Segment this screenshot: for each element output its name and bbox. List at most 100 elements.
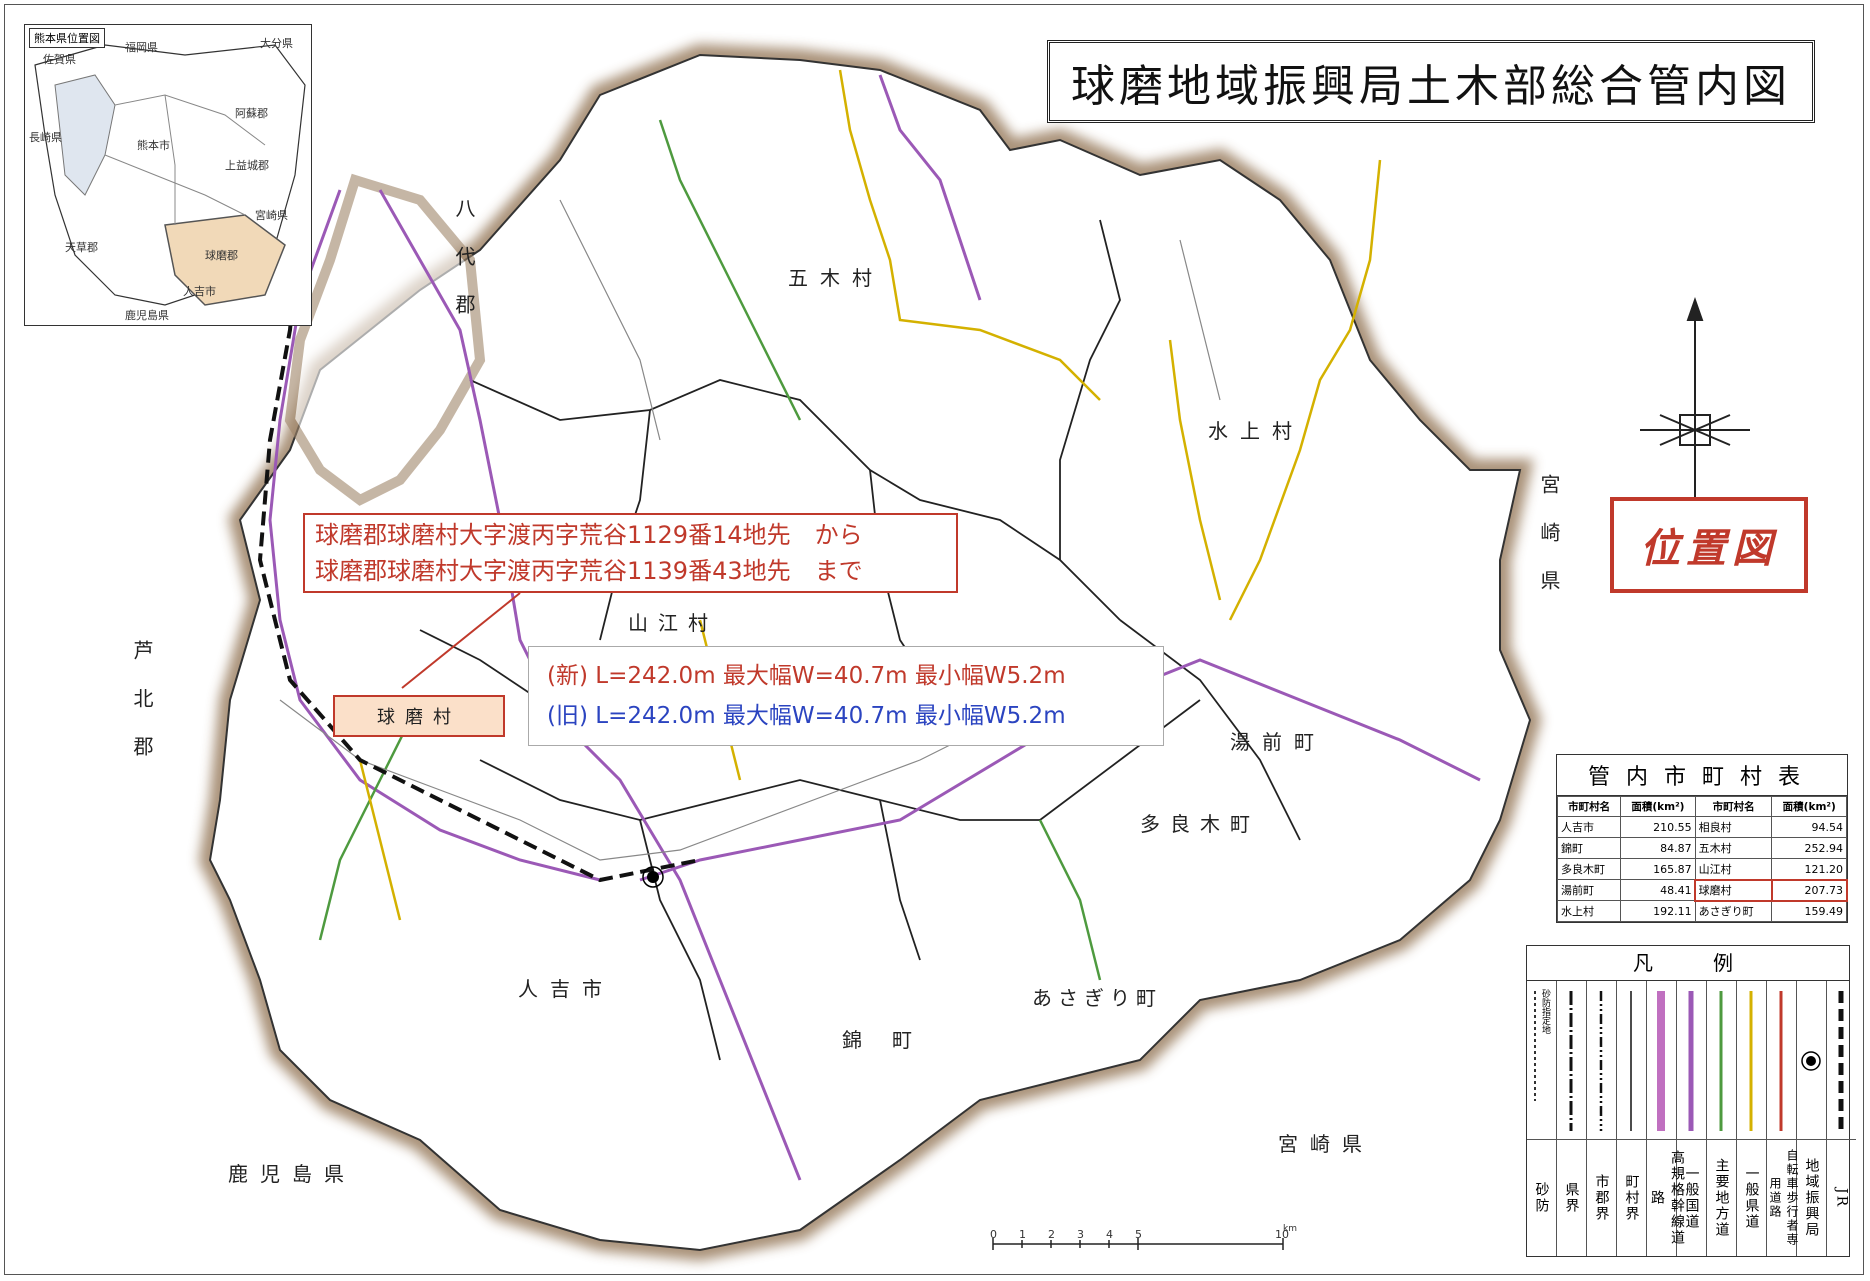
table-header-row: 市町村名 面積(km²) 市町村名 面積(km²) <box>1556 796 1847 817</box>
legend-city-boundary-symbol <box>1599 991 1603 1131</box>
dim-old-min-label: 最小幅 <box>914 703 984 729</box>
target-village-label: 球磨村 <box>333 695 505 737</box>
region-taragi: 多良木町 <box>1140 812 1260 836</box>
scale-tick: 5 <box>1135 1228 1142 1241</box>
legend-pref-boundary-symbol <box>1569 991 1573 1131</box>
table-cell: あさぎり町 <box>1694 900 1773 922</box>
table-header: 面積(km²) <box>1771 796 1847 817</box>
legend-label: 町村界 <box>1623 1174 1640 1222</box>
inset-label-miyazaki: 宮崎県 <box>255 209 288 222</box>
regional-office-marker <box>647 871 659 883</box>
legend-item-main-road: 主要地方道 <box>1707 981 1737 1256</box>
table-cell: 159.49 <box>1771 900 1847 922</box>
region-ashikita: 芦北郡 <box>130 640 154 784</box>
municipality-table: 管内市町村表 市町村名 面積(km²) 市町村名 面積(km²) 人吉市 210… <box>1556 754 1848 923</box>
legend-jr-symbol <box>1838 991 1844 1131</box>
legend-item-cycle-road: 自転車歩行者専用道路 <box>1767 981 1799 1256</box>
callout-leader <box>401 592 521 689</box>
legend-sabo-symbol <box>1534 991 1536 1101</box>
table-cell: 252.94 <box>1771 837 1847 859</box>
scale-unit: km <box>1283 1224 1297 1234</box>
dimension-old: (旧) L=242.0m 最大幅W=40.7m 最小幅W5.2m <box>547 696 1145 736</box>
legend-town-boundary-symbol <box>1630 991 1632 1131</box>
dim-new-length: L=242.0m <box>595 663 716 689</box>
table-row: 人吉市 210.55 相良村 94.54 <box>1556 816 1847 838</box>
scale-tick: 2 <box>1048 1228 1055 1241</box>
table-cell-highlighted: 球磨村 <box>1694 878 1773 902</box>
legend-label: 高規格幹線道路 <box>1649 1150 1685 1246</box>
callout-to: 球磨郡球磨村大字渡丙字荒谷1139番43地先 まで <box>315 557 863 585</box>
legend-cycle-road-symbol <box>1779 991 1783 1131</box>
legend-label: 主要地方道 <box>1713 1158 1730 1238</box>
legend-expressway-symbol <box>1657 991 1665 1131</box>
table-cell: 210.55 <box>1620 816 1696 838</box>
roads-main <box>318 119 1102 981</box>
dimension-box: (新) L=242.0m 最大幅W=40.7m 最小幅W5.2m (旧) L=2… <box>528 646 1164 746</box>
legend-label: 砂防 <box>1533 1182 1550 1214</box>
table-header: 市町村名 <box>1694 796 1773 817</box>
dim-new-max: W=40.7m <box>791 663 908 689</box>
inset-label-amakusa: 天草郡 <box>65 241 98 254</box>
legend-label: 一般県道 <box>1743 1166 1760 1230</box>
legend-sabo-sub: 砂防指定地 <box>1540 989 1550 1034</box>
table-row: 錦町 84.87 五木村 252.94 <box>1556 837 1847 859</box>
dimension-new: (新) L=242.0m 最大幅W=40.7m 最小幅W5.2m <box>547 656 1145 696</box>
inset-label-kumamoto: 熊本市 <box>137 139 170 152</box>
region-miyazaki-south: 宮崎県 <box>1278 1132 1374 1156</box>
scale-tick: 4 <box>1106 1228 1113 1241</box>
region-yamae: 山江村 <box>628 611 718 635</box>
scale-tick: 10 <box>1275 1228 1289 1241</box>
legend-label: 県界 <box>1563 1182 1580 1214</box>
legend-national-road-symbol <box>1688 991 1694 1131</box>
table-cell: 84.87 <box>1620 837 1696 859</box>
inset-label-kagoshima: 鹿児島県 <box>125 309 169 322</box>
table-cell: 五木村 <box>1694 837 1773 859</box>
table-cell: 山江村 <box>1694 858 1773 880</box>
region-asagiri: あさぎり町 <box>1032 986 1162 1010</box>
dim-old-max: W=40.7m <box>791 703 908 729</box>
inset-map-drawing <box>34 44 306 306</box>
inset-label-hitoyoshi: 人吉市 <box>183 285 216 298</box>
inset-label-kuma: 球磨郡 <box>205 249 238 262</box>
legend-item-sabo: 砂防指定地 砂防 <box>1527 981 1557 1256</box>
table-cell: 多良木町 <box>1556 858 1622 880</box>
legend-main-road-symbol <box>1719 991 1723 1131</box>
scale-tick: 1 <box>1019 1228 1026 1241</box>
map-title: 球磨地域振興局土木部総合管内図 <box>1047 40 1815 123</box>
scale-tick: 3 <box>1077 1228 1084 1241</box>
scale-bar <box>992 1238 1284 1250</box>
legend-item-pref-road: 一般県道 <box>1737 981 1767 1256</box>
legend-item-town-boundary: 町村界 <box>1617 981 1647 1256</box>
table-header: 面積(km²) <box>1620 796 1696 817</box>
table-cell: 192.11 <box>1620 900 1696 922</box>
legend-item-city-boundary: 市郡界 <box>1587 981 1617 1256</box>
table-cell: 94.54 <box>1771 816 1847 838</box>
region-nishiki: 錦町 <box>842 1028 942 1052</box>
dim-new-max-label: 最大幅 <box>722 663 792 689</box>
legend-label: 自転車歩行者専用道路 <box>1768 1149 1799 1247</box>
yatsushiro-region-outline <box>284 173 486 506</box>
dim-old-max-label: 最大幅 <box>722 703 792 729</box>
legend-item-pref-boundary: 県界 <box>1557 981 1587 1256</box>
table-cell: 人吉市 <box>1556 816 1622 838</box>
region-hitoyoshi: 人吉市 <box>518 977 614 1001</box>
table-cell: 水上村 <box>1556 900 1622 922</box>
map-legend: 凡例 砂防指定地 砂防 県界 市郡界 町村界 高規格幹線道路 一般国道 <box>1526 945 1856 1257</box>
legend-label: 市郡界 <box>1593 1174 1610 1222</box>
legend-item-national-road: 一般国道 <box>1677 981 1707 1256</box>
inset-label-fukuoka: 福岡県 <box>125 41 158 54</box>
table-row: 湯前町 48.41 球磨村 207.73 <box>1556 878 1848 902</box>
table-header: 市町村名 <box>1556 796 1622 817</box>
dim-new-prefix: (新) <box>547 663 588 689</box>
table-row: 水上村 192.11 あさぎり町 159.49 <box>1556 900 1847 922</box>
municipality-table-title: 管内市町村表 <box>1557 755 1847 796</box>
inset-label-oita: 大分県 <box>260 37 293 50</box>
legend-item-regional-office: 地域振興局 <box>1797 981 1827 1256</box>
region-miyazaki-east: 宮崎県 <box>1537 474 1561 618</box>
callout-from: 球磨郡球磨村大字渡丙字荒谷1129番14地先 から <box>315 521 863 549</box>
legend-item-jr: JR <box>1827 981 1856 1256</box>
inset-map: 熊本県位置図 佐賀県 福岡県 大分県 長崎県 熊本市 阿蘇郡 上益城郡 宮崎県 … <box>24 24 312 326</box>
region-yatsushiro: 八代郡 <box>452 198 476 342</box>
legend-item-expressway: 高規格幹線道路 <box>1647 981 1685 1256</box>
rail-jr <box>257 219 701 883</box>
